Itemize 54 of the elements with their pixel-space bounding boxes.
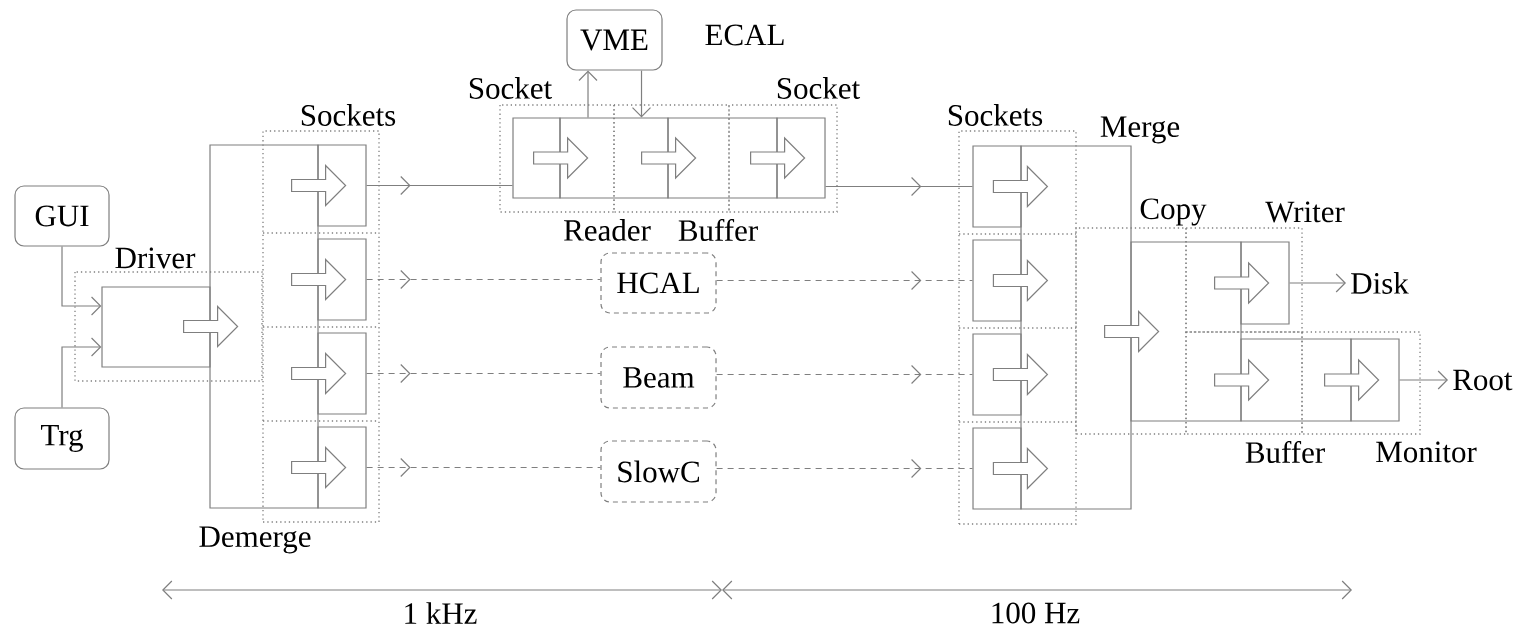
- block-arrow: [291, 164, 347, 207]
- module-label: Reader: [564, 219, 651, 241]
- output-label: Disk: [1351, 272, 1409, 294]
- block-arrow: [1214, 358, 1270, 402]
- process-box: VME: [566, 9, 663, 71]
- dashed-box: HCAL: [600, 252, 717, 314]
- module-label: Socket: [469, 77, 552, 99]
- block-arrow: [1324, 358, 1380, 402]
- block-arrow: [183, 305, 239, 348]
- module-label: Buffer: [1245, 440, 1325, 464]
- module-label: Writer: [1265, 201, 1345, 223]
- block-arrow: [1104, 310, 1160, 353]
- arrow: [631, 70, 652, 118]
- process-box: Trg: [14, 407, 110, 470]
- arrow: [61, 246, 102, 316]
- module-label: Merge: [1100, 116, 1180, 144]
- block-arrow: [641, 136, 697, 180]
- module-label: Monitor: [1376, 441, 1477, 463]
- block-arrow: [291, 446, 347, 489]
- process-box: GUI: [14, 185, 110, 247]
- socket-cell: [317, 332, 367, 415]
- block-arrow: [992, 165, 1049, 208]
- socket-cell: [317, 238, 367, 321]
- block-arrow: [533, 136, 589, 180]
- arrow: [1399, 370, 1448, 390]
- socket-cell: [972, 427, 1022, 510]
- socket-cell: [317, 144, 367, 227]
- module-label: Sockets: [301, 104, 396, 126]
- output-label: Root: [1453, 369, 1513, 391]
- frequency-label: 1 kHz: [405, 602, 477, 624]
- block-arrow: [750, 136, 806, 180]
- module-label: Sockets: [948, 104, 1043, 126]
- block-arrow: [291, 352, 347, 395]
- socket-cell: [972, 333, 1022, 416]
- dashed-box: Beam: [600, 346, 717, 409]
- block-arrow: [291, 258, 347, 301]
- module-label: Demerge: [199, 526, 311, 554]
- block-arrow: [1214, 261, 1270, 305]
- arrow: [1289, 273, 1346, 293]
- block-arrow: [992, 447, 1049, 490]
- module-label: Socket: [777, 77, 860, 99]
- socket-cell: [317, 426, 367, 509]
- module-label: Buffer: [678, 218, 758, 242]
- block-arrow: [992, 259, 1049, 302]
- frequency-label: 100 Hz: [992, 602, 1080, 624]
- arrow: [578, 70, 598, 118]
- socket-cell: [972, 145, 1022, 228]
- arrow: [61, 337, 102, 408]
- dashed-box: SlowC: [600, 440, 717, 503]
- module-label: Driver: [115, 247, 196, 269]
- socket-cell: [972, 239, 1022, 322]
- block-arrow: [992, 353, 1049, 396]
- module-label: Copy: [1140, 198, 1207, 226]
- group-label: ECAL: [705, 24, 784, 46]
